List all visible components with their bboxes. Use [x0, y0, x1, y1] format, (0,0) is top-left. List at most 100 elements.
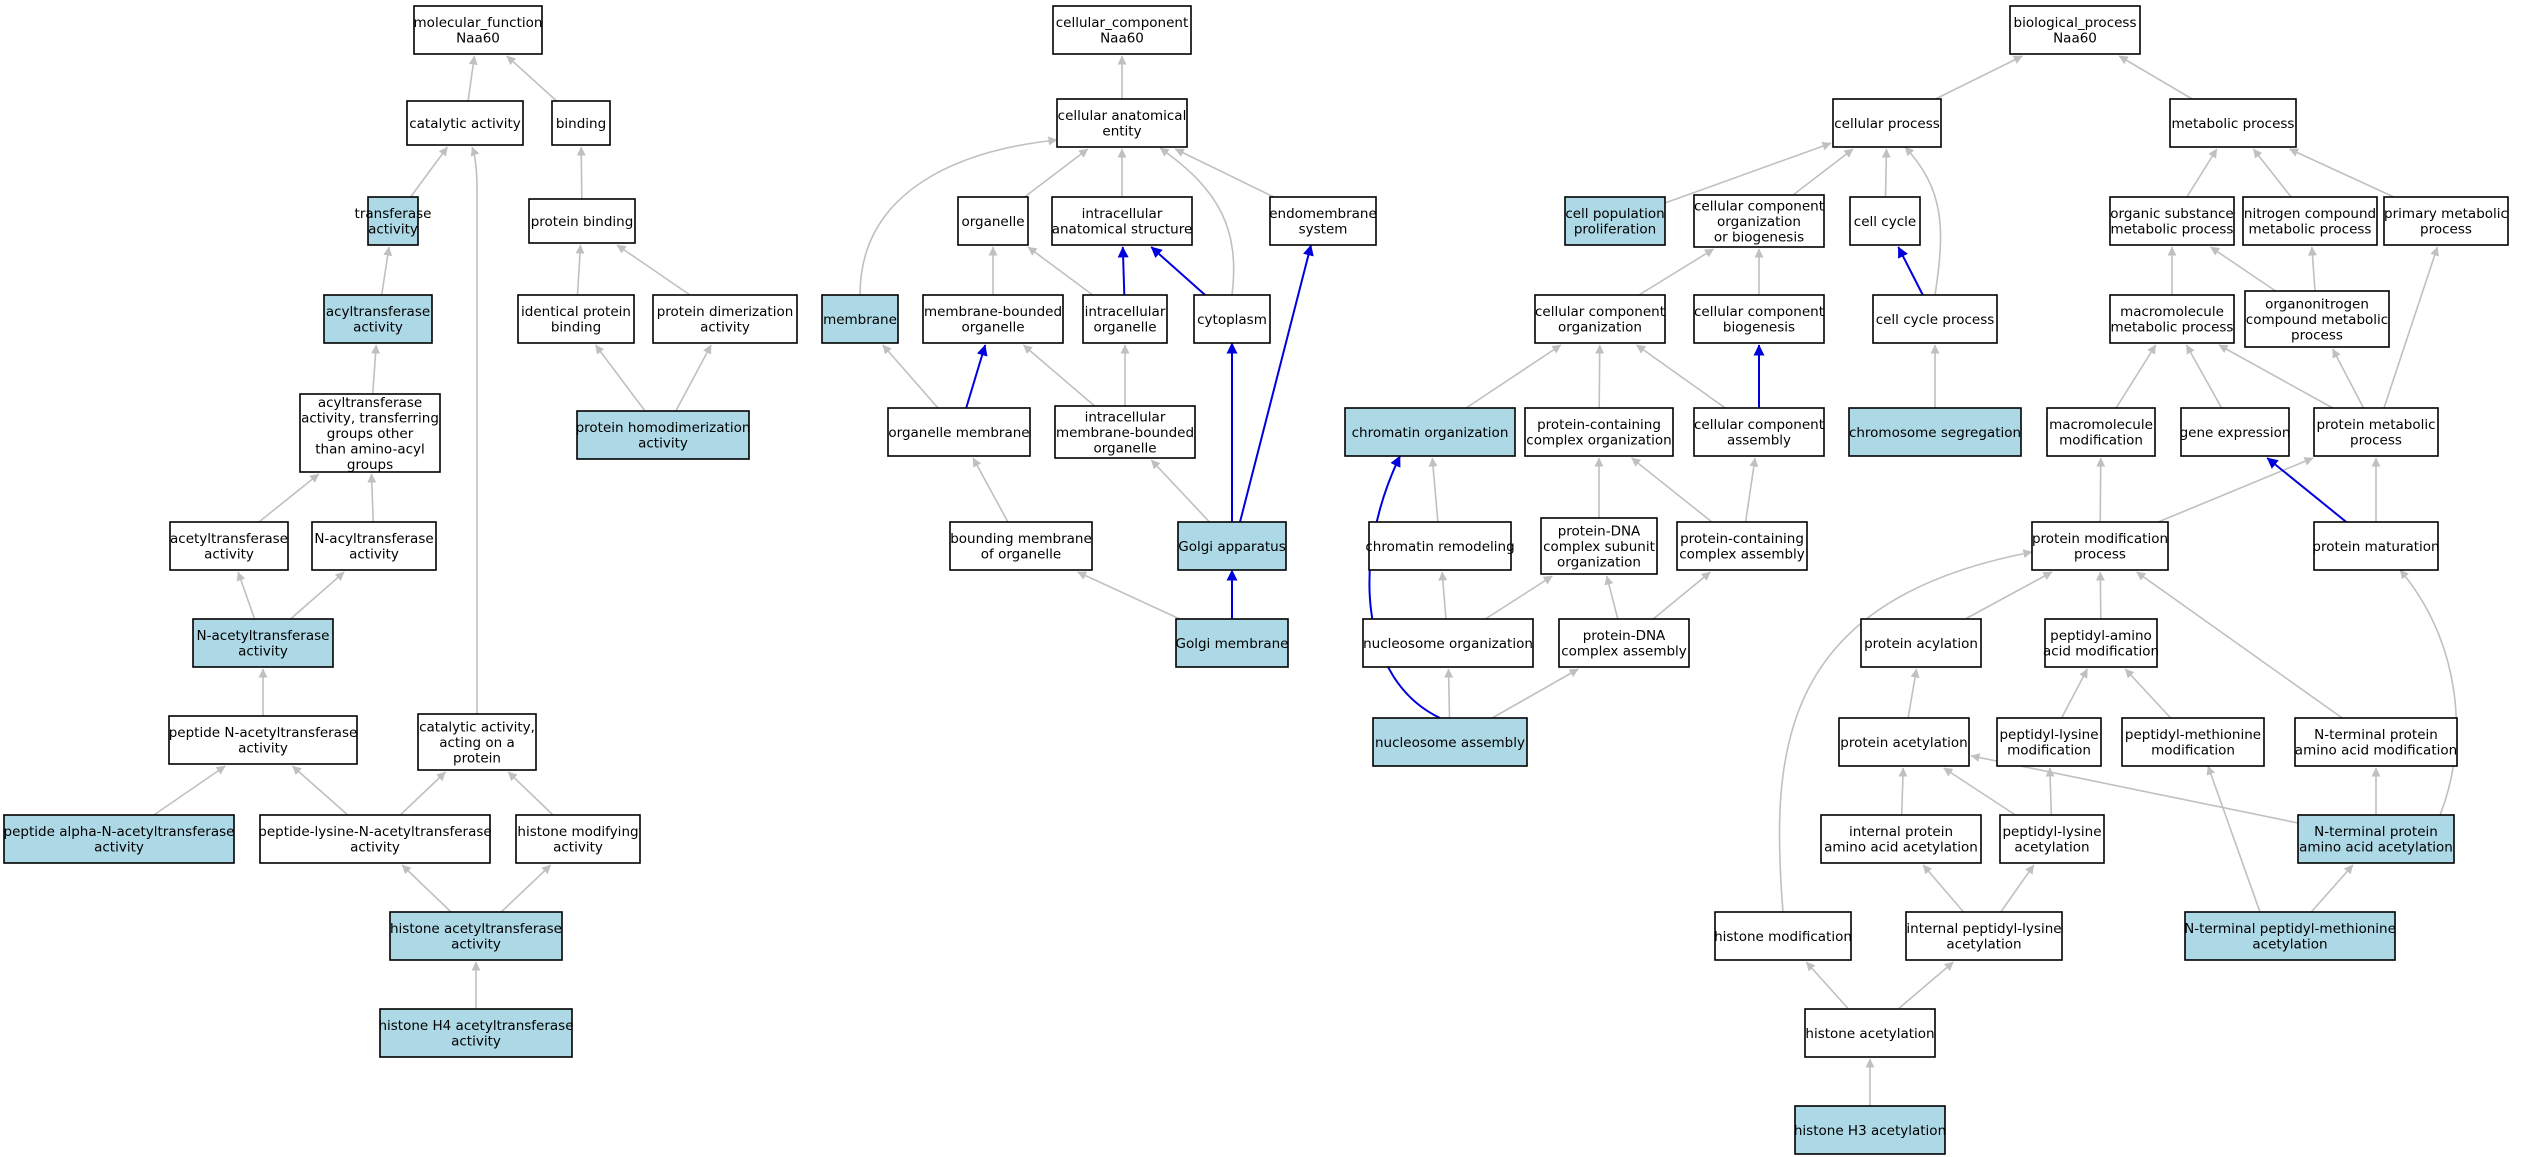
- node-box[interactable]: [551, 100, 611, 146]
- node-box[interactable]: [2044, 618, 2158, 668]
- go-term-node-membrane[interactable]: membrane: [821, 294, 899, 344]
- node-box[interactable]: [3, 814, 235, 864]
- node-box[interactable]: [2242, 196, 2378, 246]
- node-box[interactable]: [259, 814, 491, 864]
- go-term-node-golgimem[interactable]: Golgi membrane: [1175, 618, 1289, 668]
- node-box[interactable]: [2121, 717, 2265, 767]
- node-box[interactable]: [169, 521, 289, 571]
- node-box[interactable]: [2109, 294, 2235, 344]
- node-box[interactable]: [1693, 294, 1825, 344]
- node-box[interactable]: [1820, 814, 1982, 864]
- go-term-node-geneexp[interactable]: gene expression: [2180, 407, 2291, 457]
- node-box[interactable]: [1534, 294, 1666, 344]
- go-term-node-nucorg[interactable]: nucleosome organization: [1362, 618, 1534, 668]
- go-term-node-metproc[interactable]: metabolic process: [2169, 98, 2297, 148]
- node-box[interactable]: [515, 814, 641, 864]
- node-box[interactable]: [821, 294, 899, 344]
- node-box[interactable]: [1524, 407, 1674, 457]
- go-term-node-cellproc[interactable]: cellular process: [1832, 98, 1942, 148]
- go-term-node-chromseg[interactable]: chromosome segregation: [1848, 407, 2022, 457]
- node-box[interactable]: [2297, 814, 2455, 864]
- node-box[interactable]: [417, 713, 537, 771]
- go-term-node-cellcycle[interactable]: cell cycle: [1849, 196, 1921, 246]
- node-box[interactable]: [1804, 1008, 1936, 1058]
- go-term-node-chromorg[interactable]: chromatin organization: [1344, 407, 1516, 457]
- node-box[interactable]: [1193, 294, 1271, 344]
- node-box[interactable]: [887, 407, 1031, 457]
- node-box[interactable]: [1051, 196, 1193, 246]
- node-box[interactable]: [168, 715, 358, 765]
- node-box[interactable]: [1344, 407, 1516, 457]
- node-box[interactable]: [413, 5, 543, 55]
- node-box[interactable]: [957, 196, 1029, 246]
- node-box[interactable]: [1714, 911, 1852, 961]
- node-box[interactable]: [2184, 911, 2396, 961]
- node-box[interactable]: [528, 198, 636, 244]
- go-term-node-peplysine[interactable]: peptide-lysine-N-acetyltransferaseactivi…: [258, 814, 492, 864]
- go-term-node-catalytic[interactable]: catalytic activity: [406, 100, 524, 146]
- go-term-node-pepalpha[interactable]: peptide alpha-N-acetyltransferaseactivit…: [3, 814, 235, 864]
- go-term-node-ntpma[interactable]: N-terminal peptidyl-methionineacetylatio…: [2184, 911, 2396, 961]
- go-term-node-golgi[interactable]: Golgi apparatus: [1177, 521, 1287, 571]
- go-term-node-histacet[interactable]: histone acetylation: [1804, 1008, 1936, 1058]
- node-box[interactable]: [1848, 407, 2022, 457]
- node-box[interactable]: [1175, 618, 1289, 668]
- node-box[interactable]: [2046, 407, 2156, 457]
- node-box[interactable]: [2109, 196, 2235, 246]
- go-term-node-protbinding[interactable]: protein binding: [528, 198, 636, 244]
- node-box[interactable]: [2180, 407, 2290, 457]
- node-box[interactable]: [311, 521, 437, 571]
- node-box[interactable]: [1693, 194, 1825, 248]
- go-term-node-ccp[interactable]: cell cycle process: [1872, 294, 1998, 344]
- node-box[interactable]: [192, 618, 334, 668]
- node-box[interactable]: [323, 294, 433, 344]
- go-term-node-protacet[interactable]: protein acetylation: [1838, 717, 1970, 767]
- node-box[interactable]: [1052, 5, 1192, 55]
- node-box[interactable]: [1999, 814, 2105, 864]
- node-box[interactable]: [2244, 290, 2390, 348]
- node-box[interactable]: [406, 100, 524, 146]
- node-box[interactable]: [1362, 618, 1534, 668]
- node-box[interactable]: [389, 911, 563, 961]
- go-term-node-h3[interactable]: histone H3 acetylation: [1794, 1105, 1946, 1155]
- go-term-node-binding[interactable]: binding: [551, 100, 611, 146]
- node-box[interactable]: [1054, 405, 1196, 459]
- node-box[interactable]: [949, 521, 1093, 571]
- node-box[interactable]: [2009, 5, 2141, 55]
- node-box[interactable]: [1872, 294, 1998, 344]
- node-box[interactable]: [1372, 717, 1528, 767]
- node-box[interactable]: [2313, 521, 2439, 571]
- node-box[interactable]: [1838, 717, 1970, 767]
- go-term-node-orgmem[interactable]: organelle membrane: [887, 407, 1031, 457]
- node-box[interactable]: [1794, 1105, 1946, 1155]
- go-term-node-cytoplasm[interactable]: cytoplasm: [1193, 294, 1271, 344]
- node-box[interactable]: [1082, 294, 1168, 344]
- node-box[interactable]: [517, 294, 635, 344]
